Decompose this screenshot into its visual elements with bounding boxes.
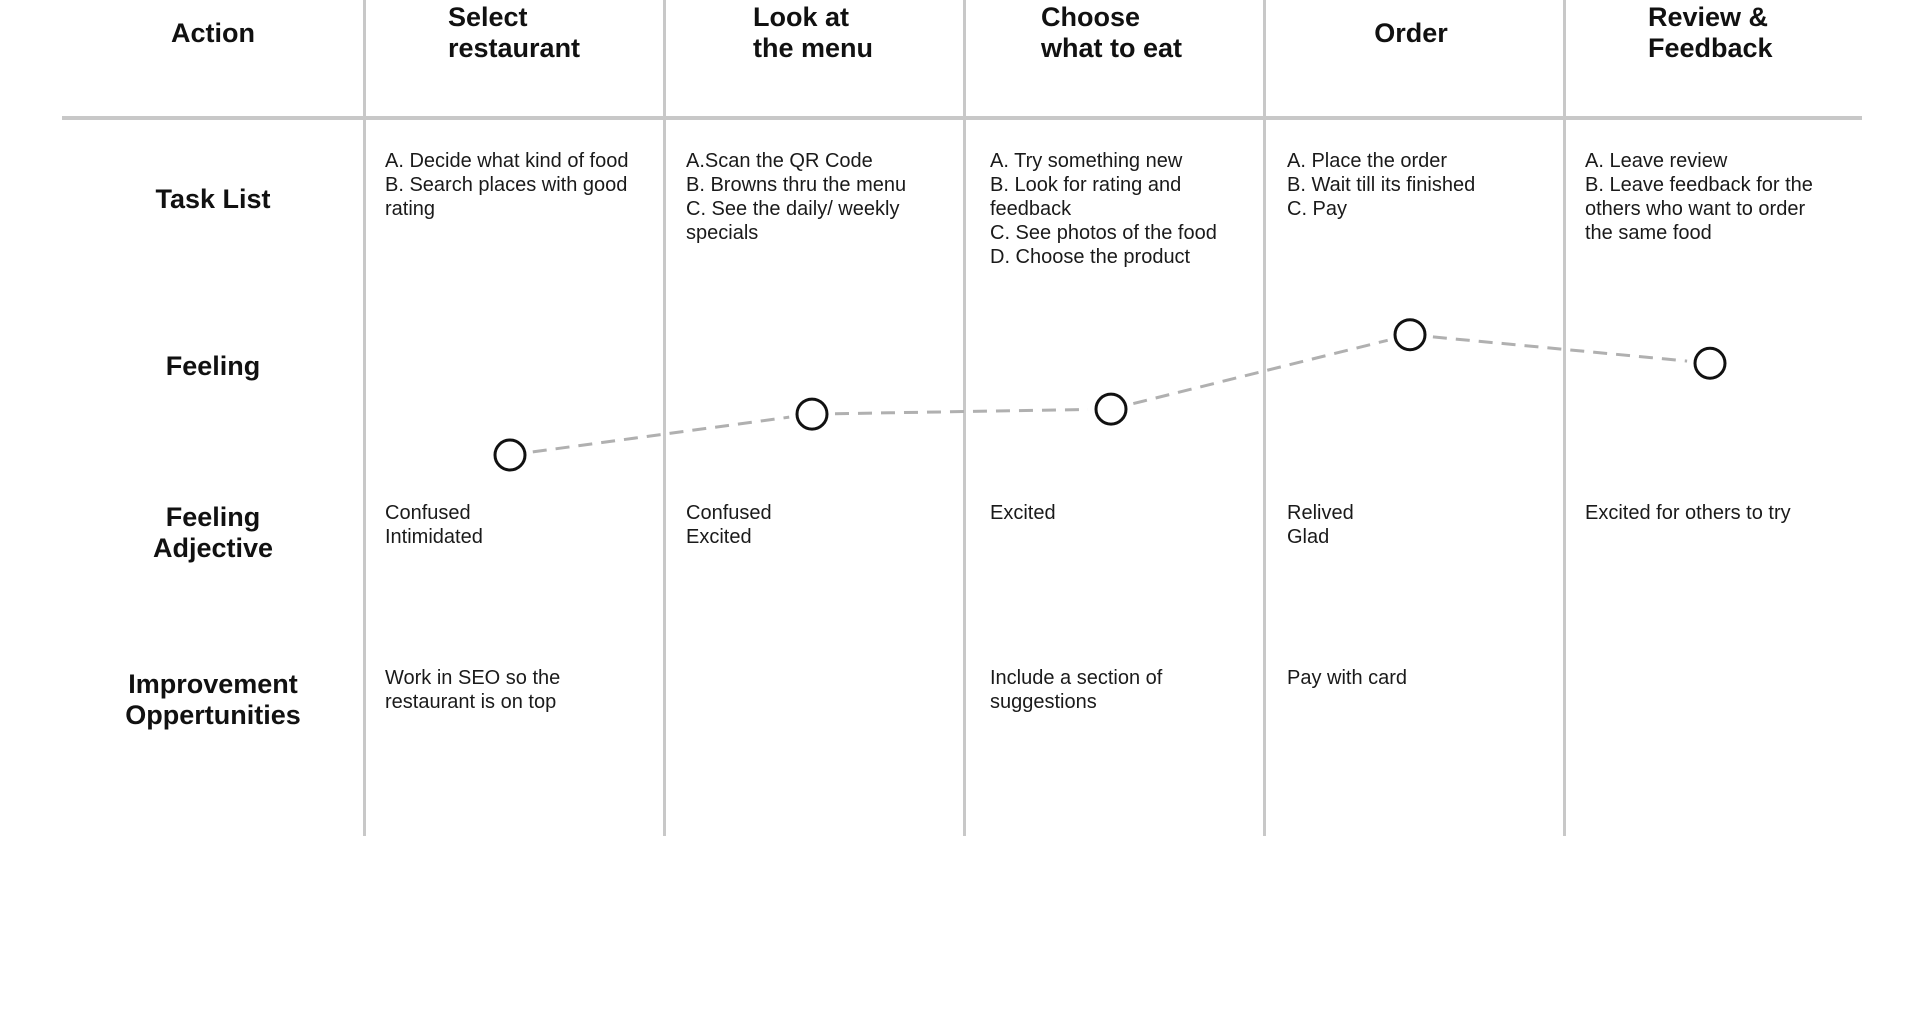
improvement-item: suggestions (990, 691, 1097, 713)
feeling-curve-segment (1432, 335, 1688, 363)
task-item: A. Decide what kind of food (385, 150, 629, 172)
task-item: A.Scan the QR Code (686, 150, 873, 172)
stage-title-line: restaurant (448, 33, 581, 63)
feeling-point (1693, 346, 1727, 380)
feeling-adjective: Intimidated (385, 526, 483, 548)
task-item: others who want to order (1585, 198, 1806, 220)
task-item: rating (385, 198, 436, 220)
feeling-curve-segment (1132, 338, 1389, 406)
feeling-point (493, 438, 527, 472)
column-divider (663, 0, 666, 836)
row-label-line: Adjective (152, 533, 274, 563)
task-item: C. Pay (1287, 198, 1348, 220)
feeling-curve-segment (532, 415, 790, 454)
feeling-point (1393, 318, 1427, 352)
row-label-line: Feeling (165, 502, 261, 532)
column-divider (963, 0, 966, 836)
stage-title-line: Review & (1648, 2, 1769, 32)
task-item: feedback (990, 198, 1072, 220)
task-item: B. Look for rating and (990, 174, 1182, 196)
task-item: B. Browns thru the menu (686, 174, 907, 196)
improvement-item: restaurant is on top (385, 691, 557, 713)
row-label-task-list: Task List (62, 184, 364, 215)
task-item: C. See photos of the food (990, 222, 1217, 244)
task-item: specials (686, 222, 759, 244)
stage-title-line: Choose (1041, 2, 1141, 32)
column-divider (1563, 0, 1566, 836)
task-item: C. See the daily/ weekly (686, 198, 900, 220)
feeling-adjective-cell: Excited for others to try (1585, 501, 1791, 525)
row-label-line: Action (171, 18, 255, 48)
feeling-adjective-cell: Excited (990, 501, 1056, 525)
stage-title-line: Order (1374, 18, 1448, 48)
feeling-adjective: Glad (1287, 526, 1330, 548)
row-label-line: Task List (155, 184, 271, 214)
task-item: A. Leave review (1585, 150, 1728, 172)
feeling-curve-segment (834, 408, 1089, 416)
header-divider (62, 116, 1862, 120)
row-label-line: Feeling (165, 351, 261, 381)
improvement-item: Include a section of (990, 667, 1163, 689)
row-label-line: Improvement (128, 669, 298, 699)
feeling-adjective: Excited (990, 502, 1056, 524)
row-label-line: Oppertunities (125, 700, 301, 730)
feeling-adjective: Confused (385, 502, 471, 524)
stage-title-line: what to eat (1041, 33, 1183, 63)
task-item: B. Search places with good (385, 174, 628, 196)
row-label-feeling: Feeling (62, 351, 364, 382)
task-item: B. Wait till its finished (1287, 174, 1476, 196)
improvement-item: Pay with card (1287, 667, 1408, 689)
column-divider (1263, 0, 1266, 836)
stage-title-line: Feedback (1648, 33, 1773, 63)
stage-title-line: Look at (753, 2, 850, 32)
feeling-adjective: Excited for others to try (1585, 502, 1791, 524)
feeling-point (795, 397, 829, 431)
feeling-adjective: Excited (686, 526, 752, 548)
stage-title-line: Select (448, 2, 528, 32)
task-item: D. Choose the product (990, 246, 1191, 268)
feeling-adjective: Relived (1287, 502, 1354, 524)
feeling-adjective: Confused (686, 502, 772, 524)
stage-title: Order (1311, 18, 1511, 49)
stage-title-line: the menu (753, 33, 874, 63)
column-divider (363, 0, 366, 836)
feeling-point (1094, 392, 1128, 426)
task-item: A. Try something new (990, 150, 1183, 172)
stage-title: Review &Feedback (1648, 2, 1773, 64)
improvement-item: Work in SEO so the (385, 667, 561, 689)
task-item: A. Place the order (1287, 150, 1448, 172)
row-label-action: Action (62, 18, 364, 49)
task-item: the same food (1585, 222, 1712, 244)
improvement-cell: Pay with card (1287, 666, 1407, 690)
task-item: B. Leave feedback for the (1585, 174, 1813, 196)
